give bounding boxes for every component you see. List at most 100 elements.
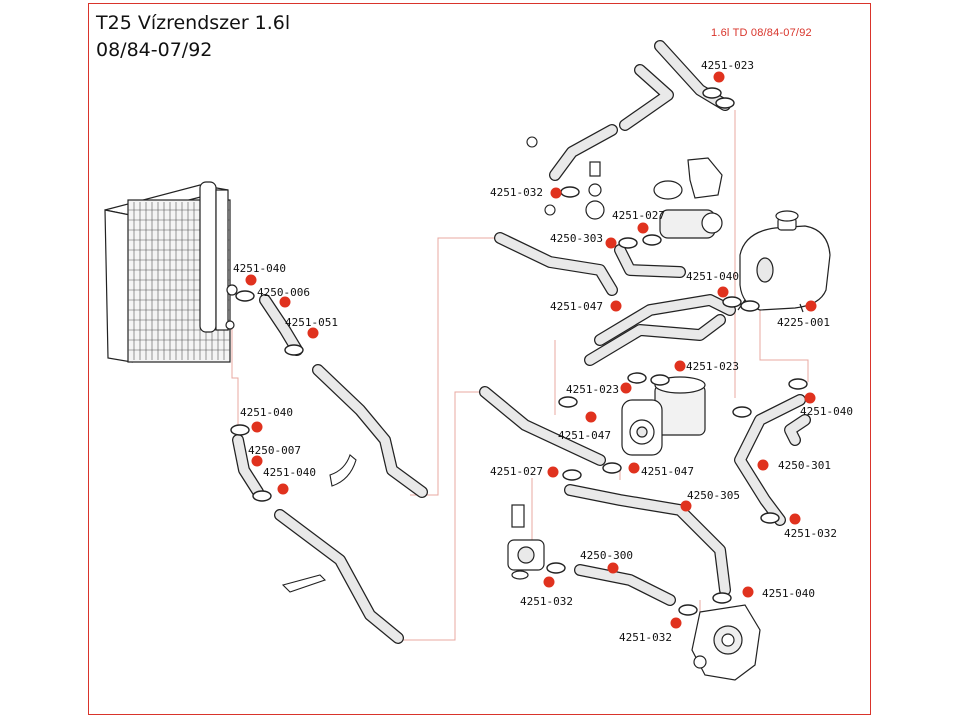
page-title: T25 Vízrendszer 1.6l — [96, 12, 291, 34]
hose — [313, 365, 427, 497]
engine-variant-label: 1.6l TD 08/84-07/92 — [711, 27, 812, 39]
part-callout: 4251-047 — [558, 411, 611, 442]
hose — [550, 125, 617, 180]
hose-clamp — [627, 372, 647, 384]
hose-clamp — [760, 512, 780, 524]
part-number-label: 4251-032 — [619, 631, 672, 644]
hose-clamp — [642, 234, 662, 246]
hose-clamp — [618, 237, 638, 249]
hose — [655, 41, 730, 110]
part-marker-dot — [550, 187, 562, 199]
expansion-tank — [737, 210, 831, 313]
part-marker-dot — [674, 360, 686, 372]
part-marker-dot — [251, 421, 263, 433]
part-marker-dot — [757, 459, 769, 471]
part-marker-dot — [637, 222, 649, 234]
page-subtitle: 08/84-07/92 — [96, 39, 213, 61]
part-callout: 4250-305 — [680, 489, 740, 512]
part-number-label: 4251-027 — [612, 209, 665, 222]
part-number-label: 4251-027 — [490, 465, 543, 478]
hose — [480, 387, 605, 465]
leader-lines — [231, 110, 809, 641]
hose-clamp — [562, 469, 582, 481]
part-marker-dot — [605, 237, 617, 249]
radiator — [104, 181, 238, 363]
hose — [585, 315, 725, 365]
part-marker-dot — [251, 455, 263, 467]
hose-clamp — [602, 462, 622, 474]
part-callout: 4251-032 — [619, 617, 682, 644]
hose-clamp — [235, 290, 255, 302]
part-callout: 4251-032 — [520, 576, 573, 608]
part-marker-dot — [789, 513, 801, 525]
part-callout: 4251-040 — [686, 270, 739, 298]
part-number-label: 4251-047 — [558, 429, 611, 442]
part-callout: 4251-023 — [701, 59, 754, 83]
part-callout: 4251-023 — [674, 360, 739, 373]
part-callout: 4225-001 — [777, 300, 830, 329]
part-marker-dot — [610, 300, 622, 312]
leader-line — [759, 310, 809, 382]
part-callout: 4251-023 — [566, 382, 632, 396]
oil-filter-housing — [621, 376, 706, 456]
part-marker-dot — [680, 500, 692, 512]
hose — [615, 245, 685, 277]
leader-line — [231, 325, 239, 425]
hose — [260, 295, 302, 355]
part-marker-dot — [543, 576, 555, 588]
hose — [575, 565, 675, 605]
part-number-label: 4250-300 — [580, 549, 633, 562]
part-marker-dot — [547, 466, 559, 478]
leader-line — [400, 391, 485, 641]
part-callout: 4251-040 — [742, 586, 815, 600]
part-callout: 4251-027 — [490, 465, 559, 478]
part-number-label: 4225-001 — [777, 316, 830, 329]
part-marker-dot — [717, 286, 729, 298]
diagram-frame — [88, 3, 871, 715]
water-pump — [691, 604, 761, 681]
upper-bracket — [585, 157, 723, 239]
hose-clamp — [284, 344, 304, 356]
part-number-label: 4250-303 — [550, 232, 603, 245]
part-number-label: 4251-023 — [566, 383, 619, 396]
hose-clamp — [678, 604, 698, 616]
part-marker-dot — [607, 562, 619, 574]
part-number-label: 4251-032 — [490, 186, 543, 199]
hose-clamp — [732, 406, 752, 418]
part-number-label: 4251-040 — [686, 270, 739, 283]
hose-clamp — [546, 562, 566, 574]
hose — [735, 395, 805, 525]
part-marker-dot — [670, 617, 682, 629]
hose — [275, 510, 403, 643]
part-number-label: 4251-023 — [686, 360, 739, 373]
part-callout: 4251-040 — [800, 392, 853, 418]
hose-clamp — [722, 296, 742, 308]
part-number-label: 4251-040 — [762, 587, 815, 600]
part-callout: 4251-040 — [233, 262, 286, 286]
hose-clamp — [558, 396, 578, 408]
part-marker-dot — [628, 462, 640, 474]
hoses — [232, 40, 811, 644]
part-marker-dot — [279, 296, 291, 308]
part-number-label: 4251-023 — [701, 59, 754, 72]
part-callout: 4250-303 — [550, 232, 617, 249]
part-callout: 4251-027 — [612, 209, 665, 234]
part-number-label: 4251-040 — [240, 406, 293, 419]
part-number-label: 4250-007 — [248, 444, 301, 457]
part-marker-dot — [585, 411, 597, 423]
part-marker-dot — [245, 274, 257, 286]
part-callout: 4250-006 — [257, 286, 310, 308]
part-callout: 4251-032 — [490, 186, 562, 199]
hose-clamp — [740, 300, 760, 312]
part-callout: 4251-032 — [784, 513, 837, 540]
hose — [620, 65, 673, 130]
thermostat-housing — [507, 504, 545, 580]
part-number-label: 4251-040 — [800, 405, 853, 418]
part-callout: 4251-051 — [285, 316, 338, 339]
part-marker-dot — [277, 483, 289, 495]
hose-clamp — [560, 186, 580, 198]
hose — [595, 295, 735, 345]
part-number-label: 4250-006 — [257, 286, 310, 299]
hose-clamp — [702, 87, 722, 99]
hose — [565, 485, 730, 595]
